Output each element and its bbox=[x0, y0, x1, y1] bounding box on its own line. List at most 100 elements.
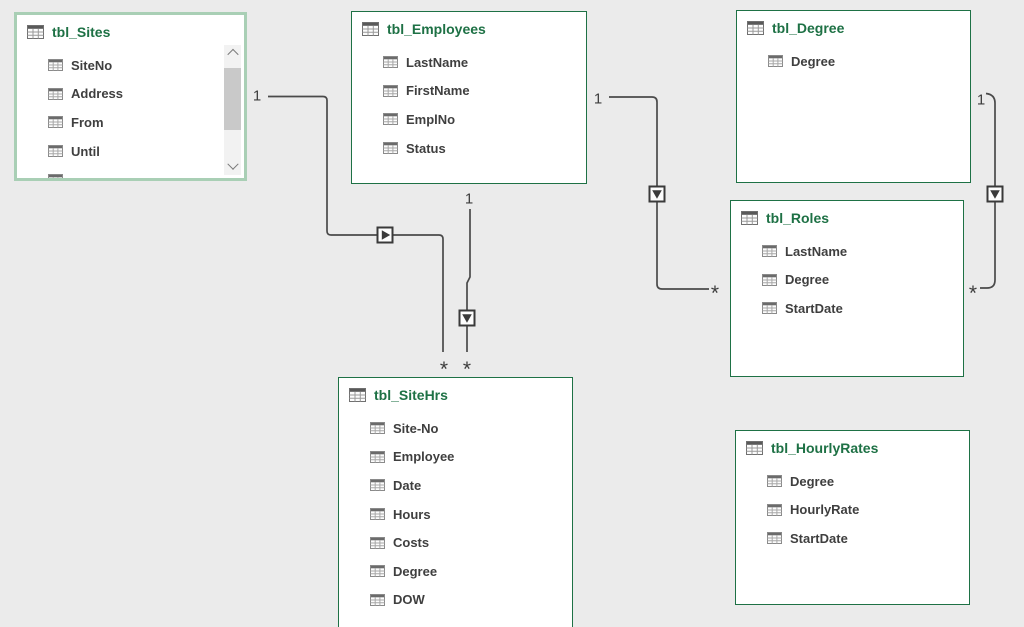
cardinality-label-one: 1 bbox=[976, 91, 986, 109]
field-icon bbox=[48, 88, 63, 100]
table-card-tbl-hourlyrates[interactable]: tbl_HourlyRates Degree HourlyRate StartD… bbox=[735, 430, 970, 605]
table-card-tbl-sites[interactable]: tbl_Sites SiteNo Address From Until bbox=[14, 12, 247, 181]
field-icon bbox=[48, 145, 63, 157]
field-row[interactable]: SiteNo bbox=[48, 51, 244, 80]
field-row[interactable]: Degree bbox=[768, 47, 970, 76]
filter-direction-right-icon bbox=[376, 226, 394, 244]
field-list: Degree bbox=[737, 47, 970, 76]
scroll-up-button[interactable] bbox=[224, 45, 241, 61]
filter-direction-down-icon bbox=[648, 185, 666, 203]
table-icon bbox=[362, 22, 379, 36]
table-title: tbl_Sites bbox=[52, 23, 111, 40]
table-header[interactable]: tbl_Sites bbox=[17, 15, 244, 40]
field-label: LastName bbox=[406, 54, 469, 70]
field-label: HourlyRate bbox=[790, 502, 860, 518]
field-list: SiteNo Address From Until bbox=[17, 51, 244, 181]
field-label: Employee bbox=[393, 449, 455, 465]
field-icon bbox=[370, 508, 385, 520]
chevron-down-icon bbox=[226, 158, 239, 170]
field-list: Site-No Employee Date Hours Costs Degree bbox=[339, 414, 572, 614]
field-icon bbox=[767, 532, 782, 544]
field-label: Address bbox=[71, 86, 124, 102]
field-row[interactable]: HourlyRate bbox=[767, 496, 969, 525]
field-list: LastName FirstName EmplNo Status bbox=[352, 48, 586, 162]
scrollbar[interactable] bbox=[224, 45, 241, 175]
field-icon bbox=[370, 451, 385, 463]
table-header[interactable]: tbl_Roles bbox=[731, 201, 963, 226]
field-icon bbox=[370, 594, 385, 606]
table-header[interactable]: tbl_Degree bbox=[737, 11, 970, 36]
field-row-clipped[interactable] bbox=[48, 165, 244, 181]
table-icon bbox=[27, 25, 44, 39]
table-title: tbl_HourlyRates bbox=[771, 439, 879, 456]
field-label: Site-No bbox=[393, 420, 439, 436]
cardinality-label-many: * bbox=[462, 358, 472, 382]
field-row[interactable]: EmplNo bbox=[383, 105, 586, 134]
field-icon bbox=[383, 85, 398, 97]
field-icon bbox=[370, 565, 385, 577]
relationship-line-employees-roles[interactable] bbox=[609, 96, 709, 290]
field-row[interactable]: Degree bbox=[762, 266, 963, 295]
field-label: DOW bbox=[393, 592, 425, 608]
field-icon bbox=[370, 537, 385, 549]
field-row[interactable]: Status bbox=[383, 134, 586, 163]
chevron-up-icon bbox=[226, 48, 239, 61]
field-label: Degree bbox=[790, 473, 835, 489]
field-row[interactable]: From bbox=[48, 108, 244, 137]
field-row[interactable]: Site-No bbox=[370, 414, 572, 443]
field-label: From bbox=[71, 114, 104, 130]
field-row[interactable]: LastName bbox=[383, 48, 586, 77]
cardinality-label-one: 1 bbox=[252, 87, 262, 105]
relationship-line-degree-roles[interactable] bbox=[980, 92, 1004, 289]
table-header[interactable]: tbl_SiteHrs bbox=[339, 378, 572, 403]
relationship-line-sites-sitehrs[interactable] bbox=[268, 95, 444, 353]
table-header[interactable]: tbl_HourlyRates bbox=[736, 431, 969, 456]
table-title: tbl_SiteHrs bbox=[374, 386, 448, 403]
field-icon bbox=[48, 116, 63, 128]
table-title: tbl_Roles bbox=[766, 209, 830, 226]
table-card-tbl-degree[interactable]: tbl_Degree Degree bbox=[736, 10, 971, 183]
field-row[interactable]: StartDate bbox=[762, 294, 963, 323]
field-row[interactable]: DOW bbox=[370, 586, 572, 615]
field-icon bbox=[768, 55, 783, 67]
filter-direction-down-icon bbox=[986, 185, 1004, 203]
table-icon bbox=[349, 388, 366, 402]
cardinality-label-one: 1 bbox=[464, 190, 474, 208]
field-row[interactable]: Address bbox=[48, 80, 244, 109]
field-label: Costs bbox=[393, 535, 430, 551]
field-row[interactable]: Until bbox=[48, 137, 244, 166]
field-list: LastName Degree StartDate bbox=[731, 237, 963, 323]
field-label: FirstName bbox=[406, 83, 470, 99]
field-label: Degree bbox=[791, 53, 836, 69]
field-label: StartDate bbox=[785, 300, 843, 316]
field-row[interactable]: Employee bbox=[370, 443, 572, 472]
field-icon bbox=[762, 302, 777, 314]
field-icon bbox=[383, 56, 398, 68]
field-row[interactable]: Degree bbox=[767, 467, 969, 496]
field-icon bbox=[762, 245, 777, 257]
field-row[interactable]: Costs bbox=[370, 528, 572, 557]
relationship-line-employees-sitehrs[interactable] bbox=[458, 209, 476, 352]
table-title: tbl_Degree bbox=[772, 19, 845, 36]
field-row[interactable]: FirstName bbox=[383, 77, 586, 106]
table-card-tbl-roles[interactable]: tbl_Roles LastName Degree StartDate bbox=[730, 200, 964, 377]
field-icon bbox=[767, 504, 782, 516]
table-header[interactable]: tbl_Employees bbox=[352, 12, 586, 37]
field-row[interactable]: Hours bbox=[370, 500, 572, 529]
table-title: tbl_Employees bbox=[387, 20, 486, 37]
scrollbar-thumb[interactable] bbox=[224, 68, 241, 130]
table-card-tbl-sitehrs[interactable]: tbl_SiteHrs Site-No Employee Date Hours … bbox=[338, 377, 573, 627]
table-card-tbl-employees[interactable]: tbl_Employees LastName FirstName EmplNo … bbox=[351, 11, 587, 184]
field-row[interactable]: Degree bbox=[370, 557, 572, 586]
field-label: LastName bbox=[785, 243, 848, 259]
scroll-down-button[interactable] bbox=[224, 158, 241, 175]
field-row[interactable]: Date bbox=[370, 471, 572, 500]
field-row[interactable]: LastName bbox=[762, 237, 963, 266]
field-icon bbox=[370, 479, 385, 491]
field-icon bbox=[370, 422, 385, 434]
table-icon bbox=[747, 21, 764, 35]
field-label: Degree bbox=[785, 272, 830, 288]
field-row[interactable]: StartDate bbox=[767, 524, 969, 553]
